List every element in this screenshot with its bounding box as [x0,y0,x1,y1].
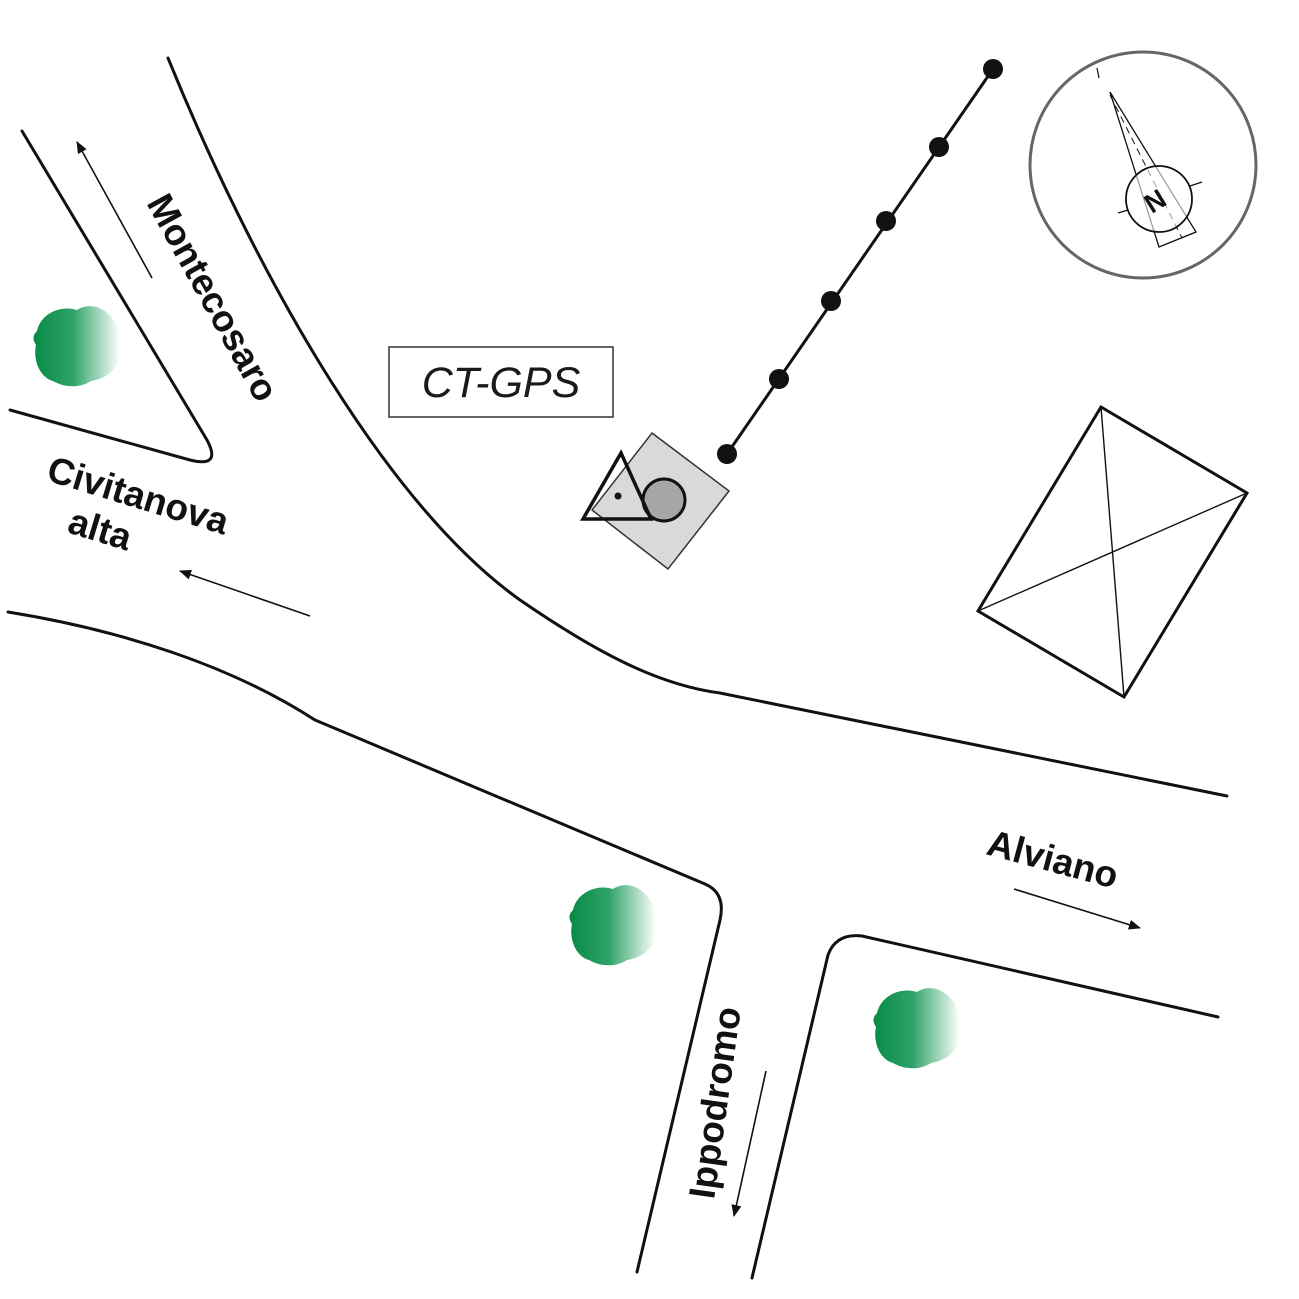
alviano-arrow-icon [1013,888,1141,930]
road-edge-main-south [6,610,723,1274]
tree-icon [33,306,121,387]
compass-ring [1028,50,1258,280]
fence-posts-line [717,59,1003,464]
road-labels: Montecosaro Civitanova alta Alviano Ippo… [43,187,1123,1201]
north-arrow-icon: N [1028,50,1258,280]
tree-icon [873,988,960,1069]
station-label-box: CT-GPS [388,346,614,418]
label-ippodromo: Ippodromo [681,1004,748,1201]
tree-icon [569,885,656,966]
montecosaro-arrow-icon [76,141,153,279]
building-outline-icon [975,404,1250,700]
road-edge-main-north [166,56,1229,798]
label-montecosaro: Montecosaro [139,187,286,408]
direction-arrows [76,141,1141,1217]
label-alviano: Alviano [983,822,1123,896]
road-edge-southeast [750,934,1220,1280]
gps-station [579,431,731,571]
trees [33,306,960,1069]
ippodromo-arrow-icon [731,1070,767,1217]
triangle-benchmark-icon [579,449,654,521]
road-edge-montecosaro-inner [8,129,214,464]
station-label: CT-GPS [422,359,581,407]
road-network [6,56,1229,1280]
civitanova-arrow-icon [179,569,311,617]
